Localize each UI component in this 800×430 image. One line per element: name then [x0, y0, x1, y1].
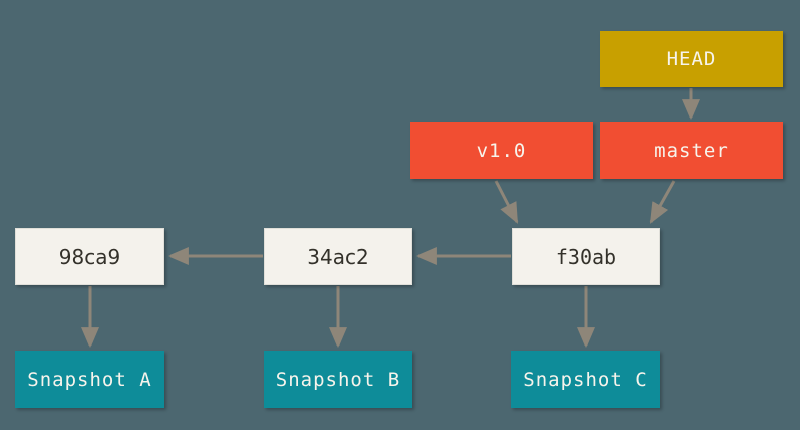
- node-branch-master: master: [600, 122, 783, 179]
- commit-34ac2-label: 34ac2: [307, 244, 369, 269]
- node-snapshot-b: Snapshot B: [264, 351, 412, 408]
- commit-98ca9-label: 98ca9: [58, 244, 121, 269]
- head-label: HEAD: [666, 48, 717, 70]
- node-snapshot-a: Snapshot A: [15, 351, 164, 408]
- arrow-v1-0-to-f30ab: [494, 180, 519, 224]
- arrow-master-to-f30ab: [649, 180, 676, 224]
- snapshot-a-label: Snapshot A: [27, 368, 152, 391]
- node-head: HEAD: [600, 31, 783, 87]
- node-commit-98ca9: 98ca9: [15, 228, 164, 285]
- snapshot-b-label: Snapshot B: [275, 368, 401, 391]
- branch-master-label: master: [654, 139, 729, 162]
- commit-f30ab-label: f30ab: [555, 244, 617, 269]
- tag-v1-0-label: v1.0: [476, 139, 527, 162]
- node-commit-34ac2: 34ac2: [264, 228, 412, 285]
- node-tag-v1-0: v1.0: [410, 122, 593, 179]
- node-snapshot-c: Snapshot C: [511, 351, 660, 408]
- snapshot-c-label: Snapshot C: [523, 368, 648, 391]
- node-commit-f30ab: f30ab: [512, 228, 660, 285]
